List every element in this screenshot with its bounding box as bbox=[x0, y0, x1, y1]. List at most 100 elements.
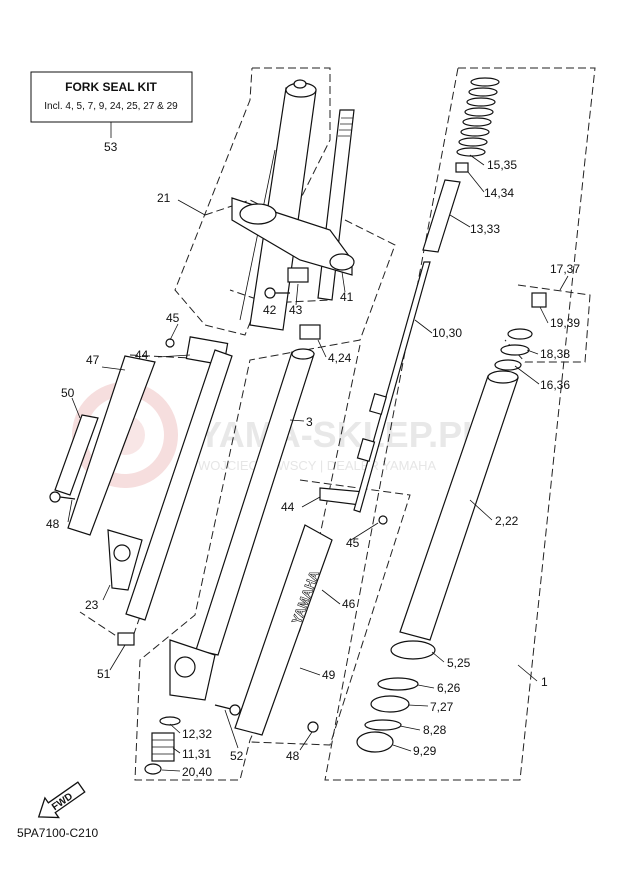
inner-tube-2-22 bbox=[356, 370, 519, 753]
callout-48-left: 48 bbox=[46, 517, 60, 531]
callout-15-35: 15,35 bbox=[487, 158, 517, 172]
clip-8-28 bbox=[364, 719, 402, 731]
callout-12-32: 12,32 bbox=[182, 727, 212, 741]
callout-3: 3 bbox=[306, 415, 313, 429]
damper-rod bbox=[353, 261, 431, 513]
bolt-52-head bbox=[229, 704, 241, 716]
outer-tube-top bbox=[291, 348, 315, 360]
callout-49: 49 bbox=[322, 668, 336, 682]
dust-seal-9-29 bbox=[356, 731, 394, 753]
fwd-arrow-icon: FWD bbox=[37, 781, 86, 819]
callout-13-33: 13,33 bbox=[470, 222, 500, 236]
washer-12-32 bbox=[159, 716, 181, 726]
callout-17-37: 17,37 bbox=[550, 262, 580, 276]
bolt-48-head-left bbox=[49, 491, 61, 503]
nut-20-40 bbox=[144, 763, 162, 775]
cap-top bbox=[507, 328, 533, 340]
callout-23: 23 bbox=[85, 598, 99, 612]
callout-41: 41 bbox=[340, 290, 354, 304]
callout-43: 43 bbox=[289, 303, 303, 317]
callout-21: 21 bbox=[157, 191, 171, 205]
callout-2-22: 2,22 bbox=[495, 514, 519, 528]
fork-seal-kit-box: FORK SEAL KIT Incl. 4, 5, 7, 9, 24, 25, … bbox=[30, 71, 193, 154]
boundary-guard bbox=[79, 354, 231, 646]
damper-lower-piston bbox=[356, 437, 376, 463]
callout-6-26: 6,26 bbox=[437, 681, 461, 695]
bolt-48-head-right bbox=[307, 721, 319, 733]
bushing-4-24 bbox=[299, 324, 321, 340]
bolt-45-left bbox=[165, 338, 175, 348]
bush-5-25 bbox=[390, 640, 436, 660]
callout-7-27: 7,27 bbox=[430, 700, 454, 714]
bolt-45-right bbox=[378, 515, 388, 525]
upper-fork-tube bbox=[125, 79, 317, 621]
callout-11-31: 11,31 bbox=[182, 747, 211, 761]
boundary-inner-assembly bbox=[324, 67, 596, 781]
clip-51 bbox=[117, 632, 135, 646]
steering-stem bbox=[231, 109, 355, 301]
callout-48-right: 48 bbox=[286, 749, 300, 763]
damper-piston bbox=[369, 392, 387, 416]
callout-44-upper: 44 bbox=[135, 348, 149, 362]
spring-seat-14-34 bbox=[455, 162, 469, 173]
callout-52: 52 bbox=[230, 749, 244, 763]
damper-small-parts bbox=[144, 716, 181, 775]
spacer-13-33 bbox=[422, 179, 461, 253]
watermark-main-text: YAMA-SKLEP.PL bbox=[198, 414, 484, 455]
callout-46: 46 bbox=[342, 597, 356, 611]
callout-42: 42 bbox=[263, 303, 277, 317]
callout-44-lower: 44 bbox=[281, 500, 295, 514]
guard-47 bbox=[67, 355, 156, 536]
guard-46 bbox=[234, 524, 333, 736]
watermark: YAMA-SKLEP.PL WOJCIECHOWSCY | DEALER YAM… bbox=[72, 382, 484, 488]
guard-plate-50 bbox=[54, 414, 99, 496]
oil-seal-7-27 bbox=[370, 695, 410, 713]
bolt-48-shank-left bbox=[59, 496, 76, 500]
callout-51: 51 bbox=[97, 667, 111, 681]
callout-50: 50 bbox=[61, 386, 75, 400]
callout-4-24: 4,24 bbox=[328, 351, 352, 365]
inner-slider-left bbox=[125, 349, 233, 621]
kit-title: FORK SEAL KIT bbox=[65, 80, 157, 94]
fork-guard-left bbox=[49, 338, 175, 536]
callout-14-34: 14,34 bbox=[484, 186, 514, 200]
axle-holder-hole bbox=[113, 544, 131, 562]
bracket-clamp bbox=[239, 203, 277, 225]
boundary-lower-guard bbox=[249, 479, 411, 746]
boundary-upper-tube bbox=[174, 67, 331, 336]
outer-tube-3 bbox=[107, 324, 321, 716]
callout-1: 1 bbox=[541, 675, 548, 689]
watermark-sub-text: WOJCIECHOWSCY | DEALER YAMAHA bbox=[198, 458, 436, 473]
fork-spring bbox=[422, 77, 500, 253]
washer-6-26 bbox=[377, 677, 419, 691]
washer-16-36 bbox=[494, 359, 522, 371]
callout-45-upper: 45 bbox=[166, 311, 180, 325]
callout-8-28: 8,28 bbox=[423, 723, 447, 737]
callout-9-29: 9,29 bbox=[413, 744, 437, 758]
kit-box-frame bbox=[30, 71, 193, 123]
callout-5-25: 5,25 bbox=[447, 656, 471, 670]
callout-19-39: 19,39 bbox=[550, 316, 580, 330]
diagram-code: 5PA7100-C210 bbox=[17, 826, 98, 840]
callout-45-lower: 45 bbox=[346, 536, 360, 550]
kit-ref-label: 53 bbox=[104, 140, 118, 154]
callout-20-40: 20,40 bbox=[182, 765, 212, 779]
callout-16-36: 16,36 bbox=[540, 378, 570, 392]
callout-18-38: 18,38 bbox=[540, 347, 570, 361]
cap-bolt-19-39 bbox=[531, 292, 547, 308]
o-ring-18-38 bbox=[500, 344, 530, 356]
bracket-43 bbox=[287, 267, 309, 283]
damper-rod-shaft bbox=[353, 261, 431, 513]
leader-lines bbox=[67, 154, 569, 772]
upper-tube-bolt bbox=[293, 79, 307, 89]
callout-10-30: 10,30 bbox=[432, 326, 462, 340]
bolt-42-head bbox=[264, 287, 276, 299]
callout-47: 47 bbox=[86, 353, 100, 367]
callout-labels: 21 45 44 47 50 48 23 51 12,32 11,31 20,4… bbox=[46, 158, 580, 779]
cap-bolt-group bbox=[494, 292, 547, 371]
inner-tube-top bbox=[487, 370, 519, 384]
bracket-boss bbox=[329, 253, 355, 271]
axle-hole bbox=[174, 656, 196, 678]
